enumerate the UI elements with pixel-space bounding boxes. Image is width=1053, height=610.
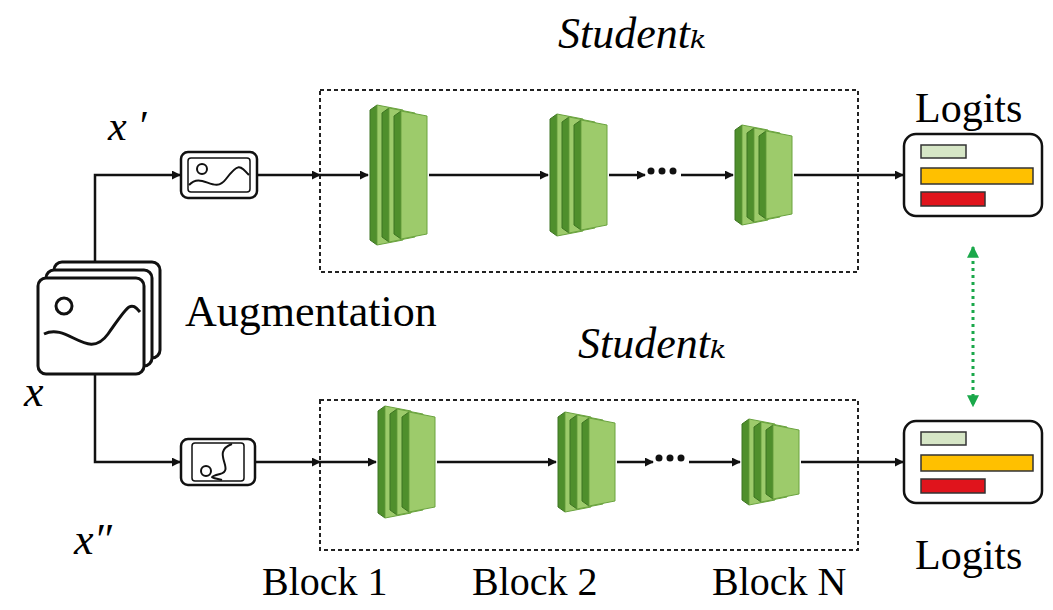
logits-output: Logits [903,420,1043,504]
layer-side [370,105,377,245]
logit-bar [921,145,966,158]
logits-box [904,134,1042,216]
layer-face [773,425,799,499]
flow-arrow [95,374,180,462]
layer-face [409,412,435,512]
flow-arrow [256,461,320,464]
dashed-frame [320,400,858,550]
layer-side [550,114,557,236]
ellipsis-dot [670,168,677,175]
logit-bar [921,192,985,206]
layer-side [402,412,409,512]
distillation-link [972,247,975,406]
layer-side [759,131,766,219]
logit-bar [921,432,966,445]
augmentation-icon: x ′ [180,151,258,199]
ellipsis-dot [659,168,666,175]
node-heading: x ′ [108,105,146,147]
block-label: Block N [712,562,846,602]
layer-side [378,406,385,518]
node-heading: Studentₖ [558,12,706,56]
flow-arrow [95,175,180,262]
augmentation-icon-shape [180,151,258,199]
image-card [38,278,144,374]
block-label: Block 1 [262,562,388,602]
ellipsis-dot [678,455,685,462]
ellipsis-dot [667,455,674,462]
dashed-frame [320,90,858,272]
layer-side [747,128,754,222]
logits-output-shape [903,420,1043,504]
node-heading: x″ [74,518,112,562]
layer-face [581,120,607,230]
ellipsis-dot [648,168,655,175]
flow-arrow [858,174,903,177]
augmentation-icon [181,152,257,198]
block-label: Block 2 [472,562,598,602]
layer-side [766,425,773,499]
layer-face [401,111,427,239]
flow-arrow [609,174,645,177]
flow-arrow [320,461,376,464]
layer-side [754,422,761,502]
node-heading: Studentₖ [578,322,726,366]
flow-arrow [617,461,653,464]
logit-bar [921,455,1033,471]
layer-side [382,108,389,242]
flow-arrow [258,174,320,177]
flow-arrow [429,174,548,177]
layer-side [582,418,589,506]
layer-side [742,419,749,505]
student-network-shape [320,90,858,272]
layer-face [766,131,792,219]
flow-line [801,461,858,464]
layer-side [570,415,577,509]
augmentation-label: Augmentation [185,290,437,334]
flow-arrow [320,174,368,177]
logit-bar [921,479,985,493]
layer-side [562,117,569,233]
layer-face [589,418,615,506]
student-network: Studentₖ [320,90,858,272]
student-network: Studentₖ [320,400,858,550]
logits-output-shape [903,133,1043,217]
flow-arrow [858,461,903,464]
augmentation-icon [181,439,255,485]
layer-side [574,120,581,230]
student-network-shape [320,400,858,550]
layer-side [390,409,397,515]
logit-bar [921,168,1033,184]
layer-side [394,111,401,239]
node-heading: x [24,370,44,414]
layer-side [558,412,565,512]
flow-arrow [681,174,733,177]
flow-arrow [689,461,740,464]
node-heading: Logits [915,87,1022,129]
logits-output: Logits [903,133,1043,217]
input-image-stack: x [38,262,160,374]
flow-arrow [437,461,556,464]
augmentation-icon: x″ [180,438,256,486]
augmentation-icon-shape [180,438,256,486]
input-image-stack-shape [38,262,160,374]
node-heading: Logits [915,534,1022,576]
layer-side [735,125,742,225]
logits-box [904,421,1042,503]
flow-line [794,174,858,177]
ellipsis-dot [656,455,663,462]
